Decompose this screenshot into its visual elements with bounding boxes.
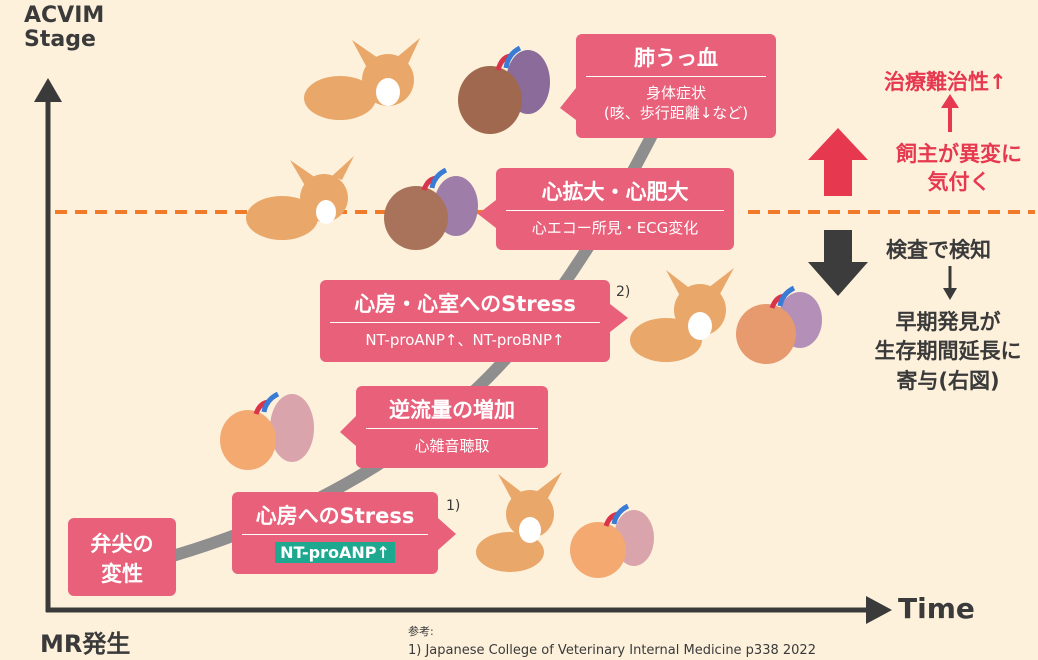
red-up-arrow	[808, 128, 868, 196]
y-axis-arrowhead	[34, 78, 62, 102]
stage-congestion-sub-line1: 身体症状	[584, 83, 768, 103]
stage-regurg-sub: 心雑音聴取	[356, 429, 548, 466]
stage-congestion-sub: 身体症状 (咳、歩行距離↓など)	[576, 77, 776, 132]
stage-congestion-title: 肺うっ血	[576, 34, 776, 76]
reference-marker-2: 2)	[616, 284, 630, 300]
reference-marker-1: 1)	[446, 498, 460, 514]
small-dark-arrow	[943, 266, 957, 300]
early-detection-line1: 早期発見が	[862, 308, 1034, 337]
owner-notice-text: 飼主が異変に 気付く	[884, 140, 1034, 197]
stage-enlarge-box: 心拡大・心肥大 心エコー所見・ECG変化	[496, 168, 734, 250]
heart-illustration-enlarge	[384, 170, 478, 250]
pointer-chamber	[610, 304, 628, 332]
nt-proanp-tag: NT-proANP↑	[275, 542, 395, 563]
reference-label: 参考:	[408, 624, 816, 641]
stage-atrial-stress-box: 心房へのStress NT-proANP↑	[232, 492, 438, 574]
dark-down-arrow	[808, 230, 868, 296]
pointer-enlarge	[478, 200, 496, 228]
heart-illustration-chamber	[736, 288, 822, 364]
small-red-arrow	[941, 94, 959, 132]
stage-congestion-box: 肺うっ血 身体症状 (咳、歩行距離↓など)	[576, 34, 776, 138]
early-detection-text: 早期発見が 生存期間延長に 寄与(右図)	[862, 308, 1034, 396]
dog-illustration-enlarge	[246, 156, 354, 240]
pointer-atrial	[438, 518, 456, 550]
pointer-congestion	[560, 88, 576, 120]
heart-illustration-regurg	[220, 394, 314, 470]
x-axis-label: Time	[898, 592, 975, 625]
dog-illustration-atrial	[476, 472, 562, 572]
heart-illustration-atrial	[570, 506, 654, 578]
y-axis-label-line1: ACVIM	[24, 4, 104, 28]
stage-valve-line2: 変性	[68, 558, 176, 588]
stage-chamber-stress-box: 心房・心室へのStress NT-proANP↑、NT-proBNP↑	[320, 280, 610, 362]
stage-chamber-stress-sub: NT-proANP↑、NT-proBNP↑	[320, 323, 610, 360]
owner-notice-line1: 飼主が異変に	[884, 140, 1034, 168]
y-axis-label: ACVIM Stage	[24, 4, 104, 52]
stage-regurg-box: 逆流量の増加 心雑音聴取	[356, 386, 548, 468]
owner-notice-line2: 気付く	[884, 168, 1034, 196]
stage-enlarge-title: 心拡大・心肥大	[496, 168, 734, 210]
early-detection-line2: 生存期間延長に	[862, 337, 1034, 366]
x-axis-arrowhead	[866, 596, 892, 624]
stage-enlarge-sub: 心エコー所見・ECG変化	[496, 211, 734, 248]
stage-valve-box: 弁尖の 変性	[68, 518, 176, 596]
dog-illustration-congestion	[304, 38, 420, 120]
stage-chamber-stress-title: 心房・心室へのStress	[320, 280, 610, 322]
reference-block: 参考: 1) Japanese College of Veterinary In…	[408, 624, 816, 660]
pointer-regurg	[340, 416, 356, 446]
reference-item-1: 1) Japanese College of Veterinary Intern…	[408, 641, 816, 660]
early-detection-line3: 寄与(右図)	[862, 367, 1034, 396]
stage-valve-line1: 弁尖の	[68, 518, 176, 558]
stage-atrial-stress-title: 心房へのStress	[232, 492, 438, 534]
refractory-text: 治療難治性↑	[884, 66, 1007, 96]
detect-text: 検査で検知	[886, 234, 991, 264]
dog-illustration-chamber	[630, 268, 734, 362]
y-axis-label-line2: Stage	[24, 28, 104, 52]
stage-regurg-title: 逆流量の増加	[356, 386, 548, 428]
heart-illustration-congestion	[458, 48, 550, 134]
stage-congestion-sub-line2: (咳、歩行距離↓など)	[584, 103, 768, 123]
